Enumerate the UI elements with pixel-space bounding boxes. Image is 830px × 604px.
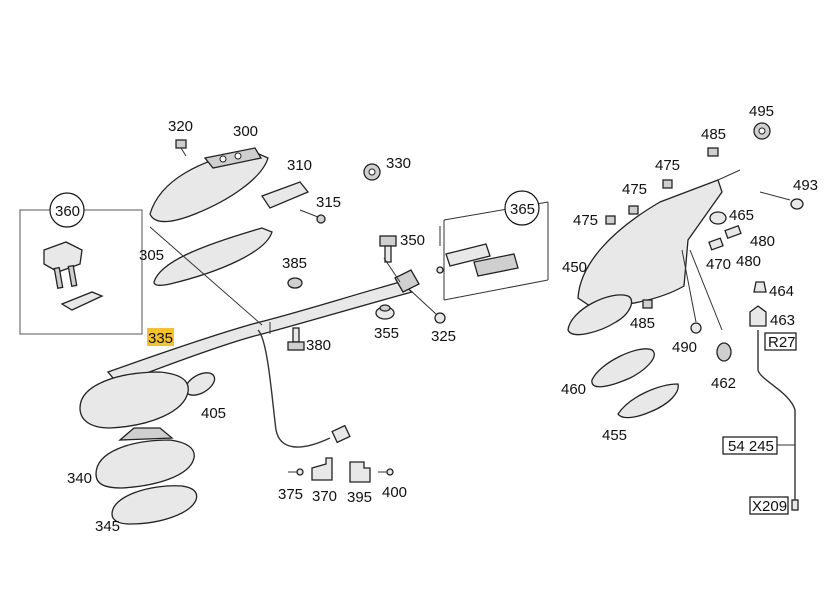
label-480-2[interactable]: 480 bbox=[736, 253, 761, 270]
wire-right-harness bbox=[757, 330, 796, 500]
connector-box-r27 bbox=[764, 332, 797, 351]
label-495[interactable]: 495 bbox=[749, 103, 774, 120]
label-315[interactable]: 315 bbox=[316, 194, 341, 211]
label-405[interactable]: 405 bbox=[201, 405, 226, 422]
part-375-pin bbox=[288, 468, 304, 476]
label-490[interactable]: 490 bbox=[672, 339, 697, 356]
label-365[interactable]: 365 bbox=[510, 201, 535, 218]
part-340-lamp-housing bbox=[95, 439, 195, 489]
label-465[interactable]: 465 bbox=[729, 207, 754, 224]
label-380[interactable]: 380 bbox=[306, 337, 331, 354]
label-480-1[interactable]: 480 bbox=[750, 233, 775, 250]
label-54245[interactable]: 54 245 bbox=[728, 438, 774, 455]
part-475-screw-2 bbox=[628, 205, 639, 215]
part-460-turn-signal bbox=[591, 348, 655, 388]
label-485-top[interactable]: 485 bbox=[701, 126, 726, 143]
part-463-connector bbox=[749, 305, 767, 327]
label-355[interactable]: 355 bbox=[374, 325, 399, 342]
part-350-bolt bbox=[379, 235, 397, 263]
part-450-mirror-body bbox=[577, 179, 723, 307]
part-355-grommet bbox=[375, 304, 395, 320]
label-310[interactable]: 310 bbox=[287, 157, 312, 174]
label-460[interactable]: 460 bbox=[561, 381, 586, 398]
label-x209[interactable]: X209 bbox=[752, 498, 787, 515]
label-485-low[interactable]: 485 bbox=[630, 315, 655, 332]
inset-bracket-parts bbox=[43, 241, 104, 311]
part-490-washer bbox=[681, 249, 723, 334]
label-330[interactable]: 330 bbox=[386, 155, 411, 172]
part-305-lens bbox=[153, 227, 273, 286]
part-475-screw-3 bbox=[605, 215, 616, 225]
label-320[interactable]: 320 bbox=[168, 118, 193, 135]
label-340[interactable]: 340 bbox=[67, 470, 92, 487]
part-493-cap bbox=[790, 198, 804, 210]
part-464-terminal bbox=[753, 281, 767, 293]
part-475-screw-1 bbox=[662, 179, 673, 189]
label-325[interactable]: 325 bbox=[431, 328, 456, 345]
part-495-nut bbox=[753, 122, 771, 140]
part-385-nut bbox=[287, 277, 303, 289]
part-455-signal-lens bbox=[617, 383, 679, 419]
label-350[interactable]: 350 bbox=[400, 232, 425, 249]
label-475-3[interactable]: 475 bbox=[573, 212, 598, 229]
label-462[interactable]: 462 bbox=[711, 375, 736, 392]
label-335[interactable]: 335 bbox=[148, 330, 173, 347]
label-305[interactable]: 305 bbox=[139, 247, 164, 264]
part-485-screw-low bbox=[642, 299, 653, 309]
part-330-nut bbox=[363, 163, 381, 181]
part-400-pin bbox=[378, 468, 394, 476]
label-475-2[interactable]: 475 bbox=[622, 181, 647, 198]
part-315-screw bbox=[299, 209, 326, 224]
part-340-lamp-housing-top bbox=[79, 371, 189, 429]
part-310-plate bbox=[261, 181, 310, 209]
label-360[interactable]: 360 bbox=[55, 203, 80, 220]
part-395-housing bbox=[349, 461, 371, 483]
label-r27[interactable]: R27 bbox=[768, 334, 796, 351]
part-460-signal-upper bbox=[567, 294, 633, 336]
label-455[interactable]: 455 bbox=[602, 427, 627, 444]
part-370-housing bbox=[311, 457, 333, 481]
callout-circle-365 bbox=[504, 190, 540, 226]
label-464[interactable]: 464 bbox=[769, 283, 794, 300]
part-485-screw-top bbox=[707, 147, 719, 157]
label-345[interactable]: 345 bbox=[95, 518, 120, 535]
label-300[interactable]: 300 bbox=[233, 123, 258, 140]
wire-harness bbox=[257, 329, 331, 448]
part-345-lens bbox=[111, 485, 198, 525]
connector-box-x209 bbox=[749, 496, 789, 515]
part-380-bolt bbox=[287, 327, 305, 351]
part-320-screw bbox=[175, 139, 187, 157]
label-370[interactable]: 370 bbox=[312, 488, 337, 505]
part-465-bulb-holder bbox=[709, 211, 727, 225]
label-450[interactable]: 450 bbox=[562, 259, 587, 276]
label-400[interactable]: 400 bbox=[382, 484, 407, 501]
part-365-gasket-set bbox=[436, 226, 519, 277]
part-connector-plug bbox=[331, 424, 351, 444]
part-480-bulb-1 bbox=[724, 225, 742, 239]
part-462-grommet bbox=[716, 342, 732, 362]
highlight-335 bbox=[147, 328, 174, 346]
label-385[interactable]: 385 bbox=[282, 255, 307, 272]
part-325-clip bbox=[409, 289, 446, 324]
label-395[interactable]: 395 bbox=[347, 489, 372, 506]
label-493[interactable]: 493 bbox=[793, 177, 818, 194]
inset-frame-360 bbox=[19, 209, 143, 335]
callout-circle-360 bbox=[49, 192, 85, 228]
label-375[interactable]: 375 bbox=[278, 486, 303, 503]
label-470[interactable]: 470 bbox=[706, 256, 731, 273]
part-300-mirror-housing bbox=[149, 149, 269, 223]
label-463[interactable]: 463 bbox=[770, 312, 795, 329]
part-480-bulb-2 bbox=[708, 237, 724, 251]
label-475-1[interactable]: 475 bbox=[655, 157, 680, 174]
